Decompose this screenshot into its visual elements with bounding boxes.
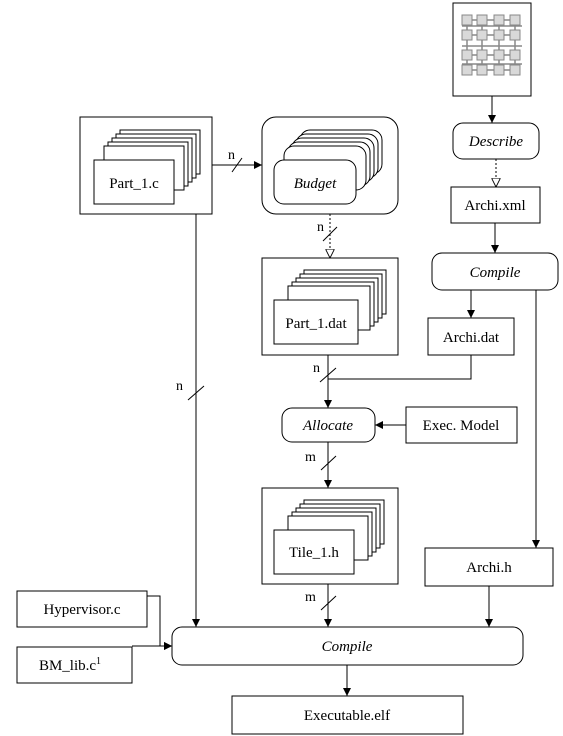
part-c-label: Part_1.c <box>109 176 159 192</box>
mult-n-allocate: n <box>313 361 320 376</box>
mult-m-tile: m <box>305 450 316 465</box>
tile-h-stack: Tile_1.h <box>261 487 399 585</box>
hypervisor-label: Hypervisor.c <box>43 602 120 618</box>
archi-h-label: Archi.h <box>466 560 512 576</box>
compile-top-label: Compile <box>470 265 521 281</box>
exec-model-box <box>405 406 518 444</box>
budget-label: Budget <box>294 176 337 192</box>
mult-n-left: n <box>176 379 183 394</box>
archi-h-box <box>424 547 554 587</box>
mult-m-compile: m <box>305 590 316 605</box>
archi-xml-label: Archi.xml <box>464 198 525 214</box>
tile-h-label: Tile_1.h <box>289 545 339 561</box>
allocate-label: Allocate <box>302 418 353 434</box>
architecture-grid-image <box>452 2 532 97</box>
compile-bottom-label: Compile <box>322 639 373 655</box>
archi-xml-box <box>450 186 541 224</box>
part-dat-label: Part_1.dat <box>285 316 347 332</box>
archi-dat-label: Archi.dat <box>443 330 500 346</box>
budget-stack: Budget <box>261 116 399 215</box>
bm-lib-box <box>16 646 133 684</box>
part-c-stack: Part_1.c <box>79 116 213 215</box>
part-dat-stack: Part_1.dat <box>261 257 399 356</box>
executable-label: Executable.elf <box>304 708 390 724</box>
edges <box>132 96 540 696</box>
describe-label: Describe <box>468 134 523 150</box>
exec-model-label: Exec. Model <box>423 418 500 434</box>
bm-lib-label: BM_lib.c1 <box>39 656 101 674</box>
mult-n-budget: n <box>228 148 235 163</box>
hypervisor-box <box>16 590 148 628</box>
mult-n-partdat: n <box>317 220 324 235</box>
